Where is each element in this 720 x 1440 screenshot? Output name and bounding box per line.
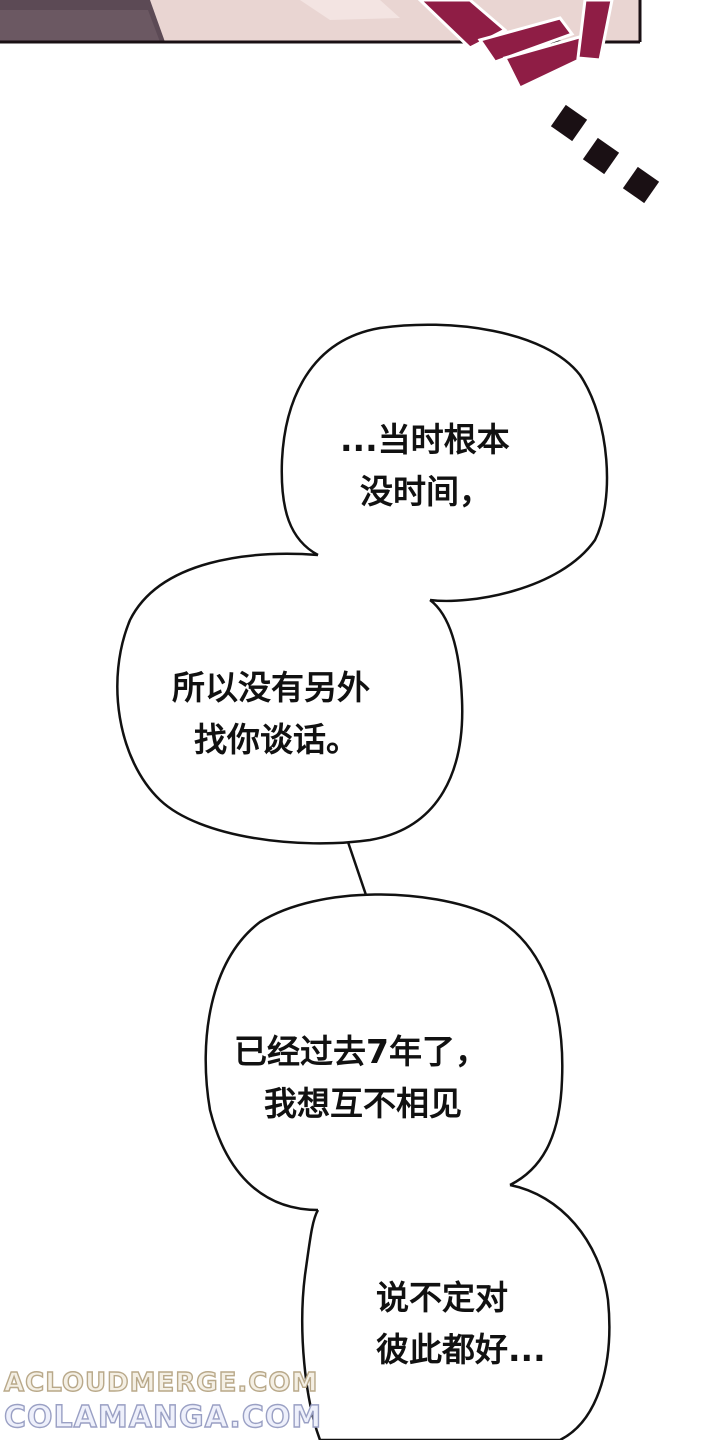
bubble-2-line-1: 所以没有另外 xyxy=(172,668,370,707)
bubble-connector xyxy=(346,841,369,899)
shout-stroke-4 xyxy=(576,0,614,62)
speech-bubble-3 xyxy=(204,893,564,1212)
bubble-2-text: 所以没有另外 找你谈话。 xyxy=(172,662,370,766)
dot-1 xyxy=(550,104,588,142)
bubble-1-line-2: 没时间， xyxy=(360,472,492,511)
top-panel xyxy=(0,0,642,44)
bubble-1-line-1: ...当时根本 xyxy=(340,420,510,459)
bubble-4-line-1: 说不定对 xyxy=(376,1278,508,1317)
bubble-3-text: 已经过去7年了， 我想互不相见 xyxy=(234,1026,488,1130)
speech-bubble-2 xyxy=(116,552,464,845)
bubble-3-line-2: 我想互不相见 xyxy=(264,1084,462,1123)
dot-3 xyxy=(622,166,660,204)
speech-bubble-4 xyxy=(301,1183,611,1440)
shout-effect xyxy=(417,0,614,90)
shout-stroke-1 xyxy=(417,0,508,50)
ellipsis-dots xyxy=(550,104,660,204)
bubble-4-text: 说不定对 彼此都好... xyxy=(376,1272,546,1376)
watermark-line-1: ACLOUDMERGE.COM xyxy=(3,1367,319,1398)
watermark-line-2: COLAMANGA.COM xyxy=(3,1399,323,1435)
bubble-3-line-1: 已经过去7年了， xyxy=(234,1032,488,1071)
shout-stroke-2 xyxy=(477,16,575,64)
dot-2 xyxy=(582,137,620,175)
bubble-1-text: ...当时根本 没时间， xyxy=(340,414,510,518)
bubble-4-line-2: 彼此都好... xyxy=(376,1330,546,1369)
speech-bubble-1 xyxy=(280,323,609,603)
bubble-2-line-2: 找你谈话。 xyxy=(194,720,359,759)
